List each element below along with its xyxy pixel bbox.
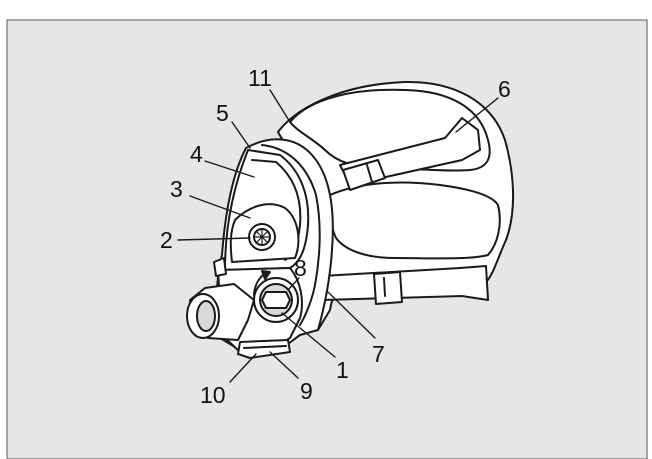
callout-1: 1 — [336, 357, 349, 383]
lower-strap-buckle — [373, 271, 403, 305]
mask-drawing — [177, 80, 515, 383]
callout-2: 2 — [160, 227, 173, 253]
callout-3: 3 — [170, 176, 183, 202]
rotation-arrow — [253, 273, 265, 297]
callout-7: 7 — [372, 341, 385, 367]
leader-9 — [269, 351, 299, 379]
leader-5 — [231, 121, 251, 149]
callout-6: 6 — [498, 76, 511, 102]
leader-3 — [189, 195, 251, 219]
upper-strap-buckle-bar — [366, 164, 373, 183]
speech-diaphragm-knob — [261, 291, 291, 309]
leader-2 — [177, 237, 251, 241]
inhalation-valve-spokes — [253, 228, 271, 246]
callout-8: 8 — [294, 255, 307, 281]
leader-7 — [327, 291, 376, 339]
leader-6 — [455, 97, 499, 133]
leader-10 — [229, 353, 257, 383]
callout-11: 11 — [248, 65, 272, 91]
adapter-bracket-edge — [243, 345, 287, 349]
callout-9: 9 — [300, 378, 313, 404]
leader-8 — [287, 277, 300, 291]
face-seal-edge — [261, 144, 321, 326]
callout-10: 10 — [200, 382, 226, 408]
callout-labels: 1 2 3 4 5 6 7 8 9 10 11 — [160, 65, 511, 408]
callout-5: 5 — [216, 100, 229, 126]
leader-1 — [281, 312, 336, 358]
upper-strap-buckle — [342, 159, 386, 191]
connector-mouth-inner — [196, 300, 216, 332]
leader-lines — [177, 89, 499, 383]
lower-strap-buckle-bar — [383, 277, 386, 297]
leader-11 — [269, 89, 291, 123]
rotation-arrow-head — [261, 270, 271, 280]
callout-4: 4 — [190, 141, 203, 167]
harness-pad-lower — [328, 181, 501, 260]
chin-clip — [213, 257, 227, 277]
adapter-bracket — [237, 339, 291, 359]
leader-4 — [204, 160, 255, 178]
